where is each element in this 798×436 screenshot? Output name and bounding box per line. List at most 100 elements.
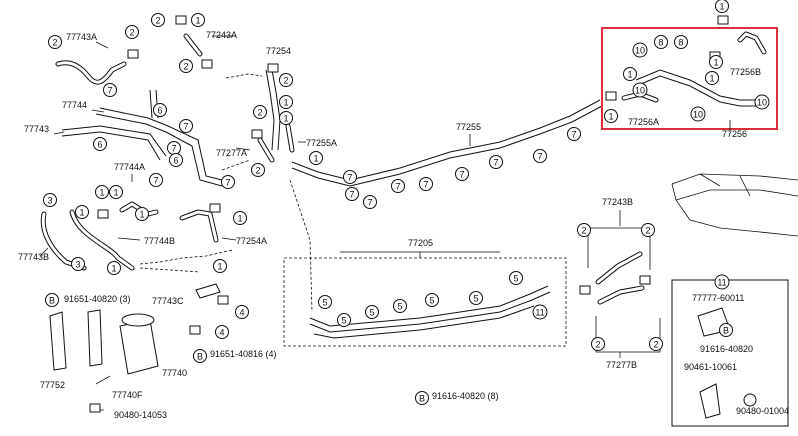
callout-number: 2 xyxy=(129,28,134,38)
callout-6-9: 6 xyxy=(93,137,107,151)
callout-1-65: 1 xyxy=(191,13,205,27)
part-label-77743B: 77743B xyxy=(18,252,49,262)
callout-1-26: 1 xyxy=(107,261,121,275)
part-label-77205: 77205 xyxy=(408,238,433,248)
callout-number: 2 xyxy=(595,340,600,350)
callout-number: 5 xyxy=(429,296,434,306)
callout-number: 5 xyxy=(513,274,518,284)
callout-number: 10 xyxy=(693,110,703,120)
callout-number: 7 xyxy=(367,198,372,208)
part-label-91651-40820: 91651-40820 (3) xyxy=(64,294,131,304)
callout-number: 1 xyxy=(713,58,718,68)
part-label-90480-14053: 90480-14053 xyxy=(114,410,167,420)
callout-number: 7 xyxy=(153,176,158,186)
callout-number: 2 xyxy=(183,62,188,72)
callout-number: 7 xyxy=(183,122,188,132)
callout-7-33: 7 xyxy=(489,155,503,169)
callout-number: 1 xyxy=(79,208,84,218)
callout-B-62: B xyxy=(193,349,207,363)
callout-3-25: 3 xyxy=(71,257,85,271)
part-label-91616-40820-8: 91616-40820 (8) xyxy=(432,391,499,401)
callout-number: 2 xyxy=(283,76,288,86)
callout-5-46: 5 xyxy=(318,295,332,309)
callout-B-63: B xyxy=(415,391,429,405)
callout-2-55: 2 xyxy=(641,223,655,237)
callout-number: 2 xyxy=(653,340,658,350)
part-label-77254A: 77254A xyxy=(236,236,267,246)
part-label-77277B: 77277B xyxy=(606,360,637,370)
callout-number: B xyxy=(197,352,203,362)
callout-1-16: 1 xyxy=(279,95,293,109)
callout-number: 7 xyxy=(225,178,230,188)
callout-1-19: 1 xyxy=(309,151,323,165)
callout-2-54: 2 xyxy=(577,223,591,237)
callout-number: 10 xyxy=(635,86,645,96)
part-label-77255A: 77255A xyxy=(306,138,337,148)
callout-2-1: 2 xyxy=(125,25,139,39)
part-label-90480-01004: 90480-01004 xyxy=(736,406,789,416)
callout-1-23: 1 xyxy=(135,207,149,221)
callout-11-58: 11 xyxy=(714,274,730,290)
callout-number: 1 xyxy=(709,74,714,84)
callout-number: 7 xyxy=(493,158,498,168)
callout-B-59: B xyxy=(45,293,59,307)
callout-number: 10 xyxy=(635,46,645,56)
part-label-90461-10061: 90461-10061 xyxy=(684,362,737,372)
callout-number: 7 xyxy=(395,182,400,192)
callout-7-29: 7 xyxy=(363,195,377,209)
part-label-77744B: 77744B xyxy=(144,236,175,246)
callout-number: 5 xyxy=(369,308,374,318)
callout-number: 5 xyxy=(473,294,478,304)
callout-2-56: 2 xyxy=(591,337,605,351)
callout-10-37: 10 xyxy=(632,42,648,58)
callout-7-28: 7 xyxy=(345,187,359,201)
callout-number: 2 xyxy=(155,16,160,26)
callout-7-12: 7 xyxy=(221,175,235,189)
part-label-77744A: 77744A xyxy=(114,162,145,172)
callout-number: 7 xyxy=(571,130,576,140)
callout-number: 2 xyxy=(255,166,260,176)
callout-5-47: 5 xyxy=(337,313,351,327)
part-label-77743C: 77743C xyxy=(152,296,184,306)
callout-number: 1 xyxy=(313,154,318,164)
part-label-91651-40816: 91651-40816 (4) xyxy=(210,349,277,359)
callout-number: 10 xyxy=(757,98,767,108)
part-label-91616-40820-inset: 91616-40820 xyxy=(700,344,753,354)
callout-number: 3 xyxy=(47,196,52,206)
callout-number: 11 xyxy=(535,308,544,318)
callout-number: 1 xyxy=(237,214,242,224)
callout-7-8: 7 xyxy=(167,141,181,155)
callout-1-66: 1 xyxy=(709,55,723,69)
callout-7-32: 7 xyxy=(455,167,469,181)
callout-number: 5 xyxy=(341,316,346,326)
callout-1-14: 1 xyxy=(109,185,123,199)
callout-5-50: 5 xyxy=(425,293,439,307)
part-label-77277A: 77277A xyxy=(216,148,247,158)
part-label-77255: 77255 xyxy=(456,122,481,132)
callout-7-34: 7 xyxy=(533,149,547,163)
part-label-77743A: 77743A xyxy=(66,32,97,42)
callout-2-3: 2 xyxy=(179,59,193,73)
callout-number: B xyxy=(419,394,425,404)
callout-number: 2 xyxy=(257,108,262,118)
callout-number: 3 xyxy=(75,260,80,270)
callout-number: 4 xyxy=(219,328,224,338)
callout-number: 7 xyxy=(537,152,542,162)
callout-number: 7 xyxy=(171,144,176,154)
callout-number: 7 xyxy=(423,180,428,190)
callout-B-64: B xyxy=(719,323,733,337)
part-label-77777-60011: 77777-60011 xyxy=(692,293,744,303)
callout-1-40: 1 xyxy=(623,67,637,81)
callout-number: 5 xyxy=(397,302,402,312)
callout-5-52: 5 xyxy=(509,271,523,285)
callout-number: 1 xyxy=(719,2,724,12)
callout-6-6: 6 xyxy=(153,103,167,117)
callout-2-17: 2 xyxy=(253,105,267,119)
callout-7-36: 7 xyxy=(343,170,357,184)
callout-number: 1 xyxy=(99,188,104,198)
callout-8-39: 8 xyxy=(674,35,688,49)
callout-1-45: 1 xyxy=(604,109,618,123)
callout-3-21: 3 xyxy=(43,193,57,207)
callout-number: 6 xyxy=(97,140,102,150)
callout-6-10: 6 xyxy=(169,153,183,167)
